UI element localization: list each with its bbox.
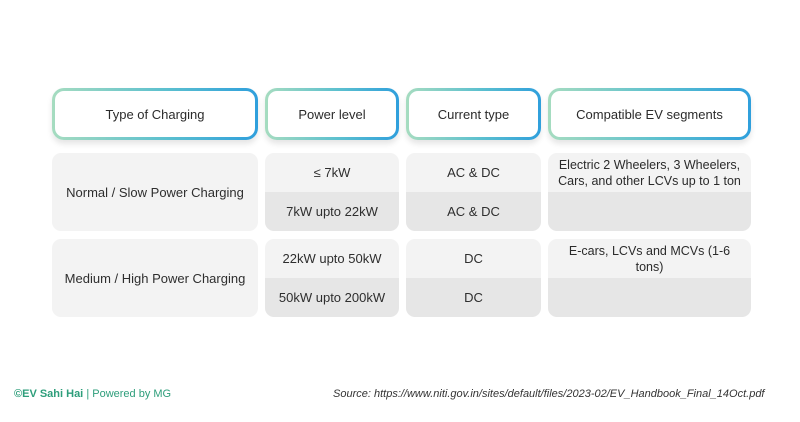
row2-segments-cell: E-cars, LCVs and MCVs (1-6 tons) — [548, 239, 751, 317]
powered-by-text: Powered by MG — [92, 388, 172, 400]
source-citation: Source: https://www.niti.gov.in/sites/de… — [333, 388, 765, 400]
brand-name: ©EV Sahi Hai — [14, 388, 84, 400]
row2-current-top: DC — [406, 239, 541, 278]
header-segments-label: Compatible EV segments — [576, 106, 723, 122]
row2-segments-bg-bottom — [548, 278, 751, 317]
row2-power-top: 22kW upto 50kW — [265, 239, 399, 278]
row1-type-cell: Normal / Slow Power Charging — [52, 153, 258, 231]
row1-current-bottom: AC & DC — [406, 192, 541, 231]
header-current-label: Current type — [437, 106, 510, 122]
row2-current-cell: DC DC — [406, 239, 541, 317]
row2-segments-bg-top — [548, 239, 751, 278]
header-type-of-charging: Type of Charging — [52, 88, 258, 140]
footer-brand: ©EV Sahi Hai | Powered by MG — [14, 388, 171, 400]
row2-type-text: Medium / High Power Charging — [52, 239, 258, 317]
row1-segments-bg-top — [548, 153, 751, 192]
row1-current-top: AC & DC — [406, 153, 541, 192]
row2-power-bottom: 50kW upto 200kW — [265, 278, 399, 317]
header-type-label: Type of Charging — [105, 106, 205, 122]
row1-power-bottom: 7kW upto 22kW — [265, 192, 399, 231]
row2-power-cell: 22kW upto 50kW 50kW upto 200kW — [265, 239, 399, 317]
header-compatible-segments: Compatible EV segments — [548, 88, 751, 140]
row1-power-top: ≤ 7kW — [265, 153, 399, 192]
row2-current-bottom: DC — [406, 278, 541, 317]
header-power-label: Power level — [298, 106, 366, 122]
header-current-type: Current type — [406, 88, 541, 140]
row2-segments-text: E-cars, LCVs and MCVs (1-6 tons) — [568, 243, 731, 274]
row1-segments-bg-bottom — [548, 192, 751, 231]
row1-segments-cell: Electric 2 Wheelers, 3 Wheelers, Cars, a… — [548, 153, 751, 231]
header-power-level: Power level — [265, 88, 399, 140]
row1-segments-text: Electric 2 Wheelers, 3 Wheelers, Cars, a… — [558, 157, 741, 188]
footer-separator: | — [86, 388, 90, 400]
row1-type-text: Normal / Slow Power Charging — [52, 153, 258, 231]
row1-current-cell: AC & DC AC & DC — [406, 153, 541, 231]
row2-type-cell: Medium / High Power Charging — [52, 239, 258, 317]
row1-power-cell: ≤ 7kW 7kW upto 22kW — [265, 153, 399, 231]
